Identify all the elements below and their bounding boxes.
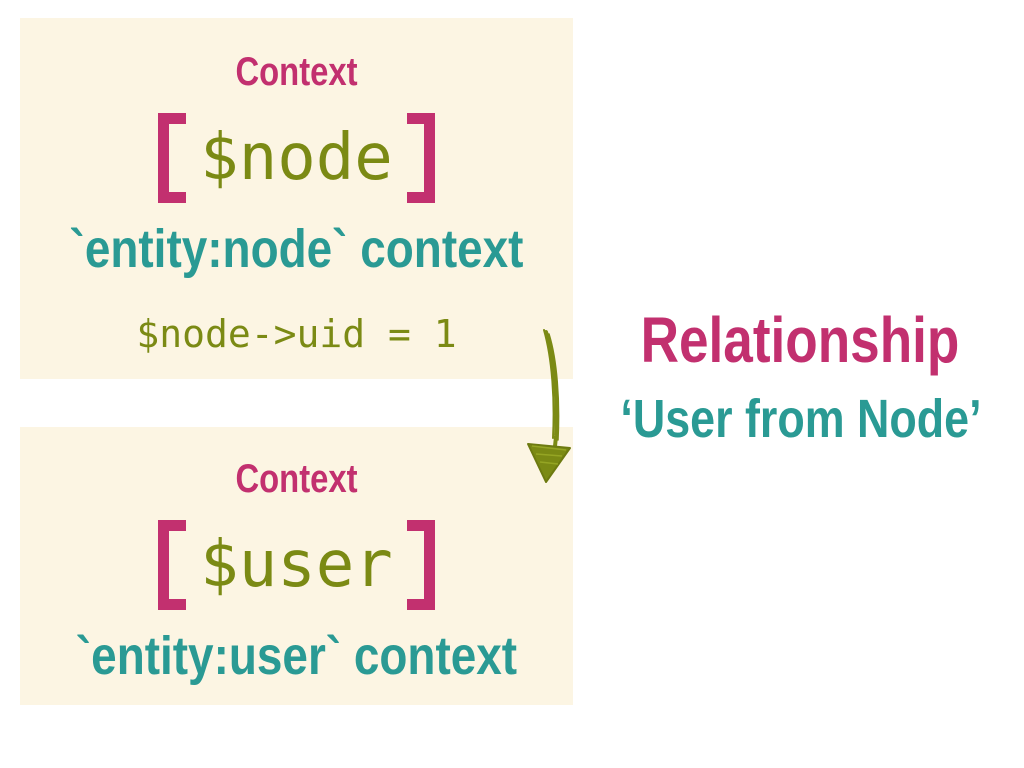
relationship-name: ‘User from Node’ [620, 389, 982, 449]
user-context-heading: Context [235, 457, 358, 501]
left-bracket-icon [158, 113, 187, 203]
user-context-box: Context $user `entity:user` context [20, 427, 573, 705]
node-context-box: Context $node `entity:node` context $nod… [20, 18, 573, 379]
left-bracket-icon [158, 520, 187, 610]
node-entity-label: `entity:node` context [69, 219, 524, 279]
user-variable: $user [200, 528, 393, 602]
node-code-line: $node->uid = 1 [136, 312, 457, 356]
user-entity-label: `entity:user` context [75, 626, 518, 686]
node-variable: $node [200, 121, 393, 195]
right-bracket-icon [406, 520, 435, 610]
relationship-title: Relationship [640, 304, 960, 376]
node-variable-row: $node [20, 113, 573, 203]
node-context-heading: Context [235, 50, 358, 94]
user-variable-row: $user [20, 520, 573, 610]
right-bracket-icon [406, 113, 435, 203]
hand-drawn-down-arrow-icon [527, 329, 571, 483]
